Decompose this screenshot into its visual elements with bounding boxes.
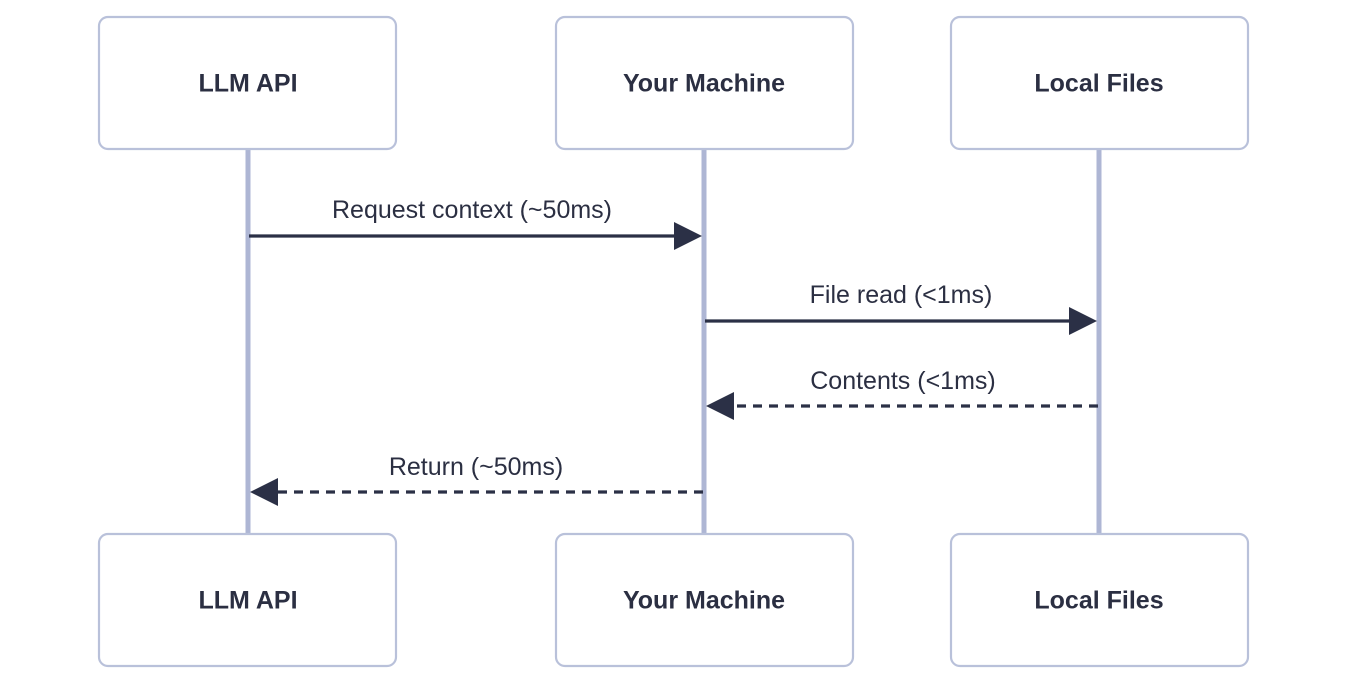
participant-rect — [97, 532, 398, 668]
arrowhead-right-icon — [674, 222, 702, 250]
participant-rect — [554, 532, 855, 668]
participant-label: Your Machine — [623, 587, 785, 615]
participant-rect — [554, 15, 855, 151]
message-label: Return (~50ms) — [389, 453, 563, 481]
message-label: File read (<1ms) — [810, 281, 993, 309]
participant-rect — [97, 15, 398, 151]
participant-label: Local Files — [1034, 70, 1163, 98]
participant-box-local-files-top[interactable]: Local Files — [949, 15, 1250, 151]
message-request-context[interactable]: Request context (~50ms) — [249, 196, 702, 250]
participant-label: LLM API — [198, 70, 297, 98]
arrowhead-left-icon — [706, 392, 734, 420]
participant-label: Your Machine — [623, 70, 785, 98]
participant-label: Local Files — [1034, 587, 1163, 615]
message-label: Request context (~50ms) — [332, 196, 612, 224]
lifeline-group — [245, 150, 1102, 535]
participant-rect — [949, 532, 1250, 668]
message-return[interactable]: Return (~50ms) — [250, 453, 703, 506]
participant-box-llm-api-bottom[interactable]: LLM API — [97, 532, 398, 668]
participant-rect — [949, 15, 1250, 151]
message-contents[interactable]: Contents (<1ms) — [706, 367, 1098, 420]
participant-label: LLM API — [198, 587, 297, 615]
participant-box-your-machine-top[interactable]: Your Machine — [554, 15, 855, 151]
message-label: Contents (<1ms) — [810, 367, 996, 395]
participant-boxes-top: LLM API Your Machine Local Files — [97, 15, 1250, 151]
participant-box-your-machine-bottom[interactable]: Your Machine — [554, 532, 855, 668]
participant-boxes-bottom: LLM API Your Machine Local Files — [97, 532, 1250, 668]
message-file-read[interactable]: File read (<1ms) — [705, 281, 1097, 335]
arrowhead-left-icon — [250, 478, 278, 506]
participant-box-local-files-bottom[interactable]: Local Files — [949, 532, 1250, 668]
arrowhead-right-icon — [1069, 307, 1097, 335]
participant-box-llm-api-top[interactable]: LLM API — [97, 15, 398, 151]
